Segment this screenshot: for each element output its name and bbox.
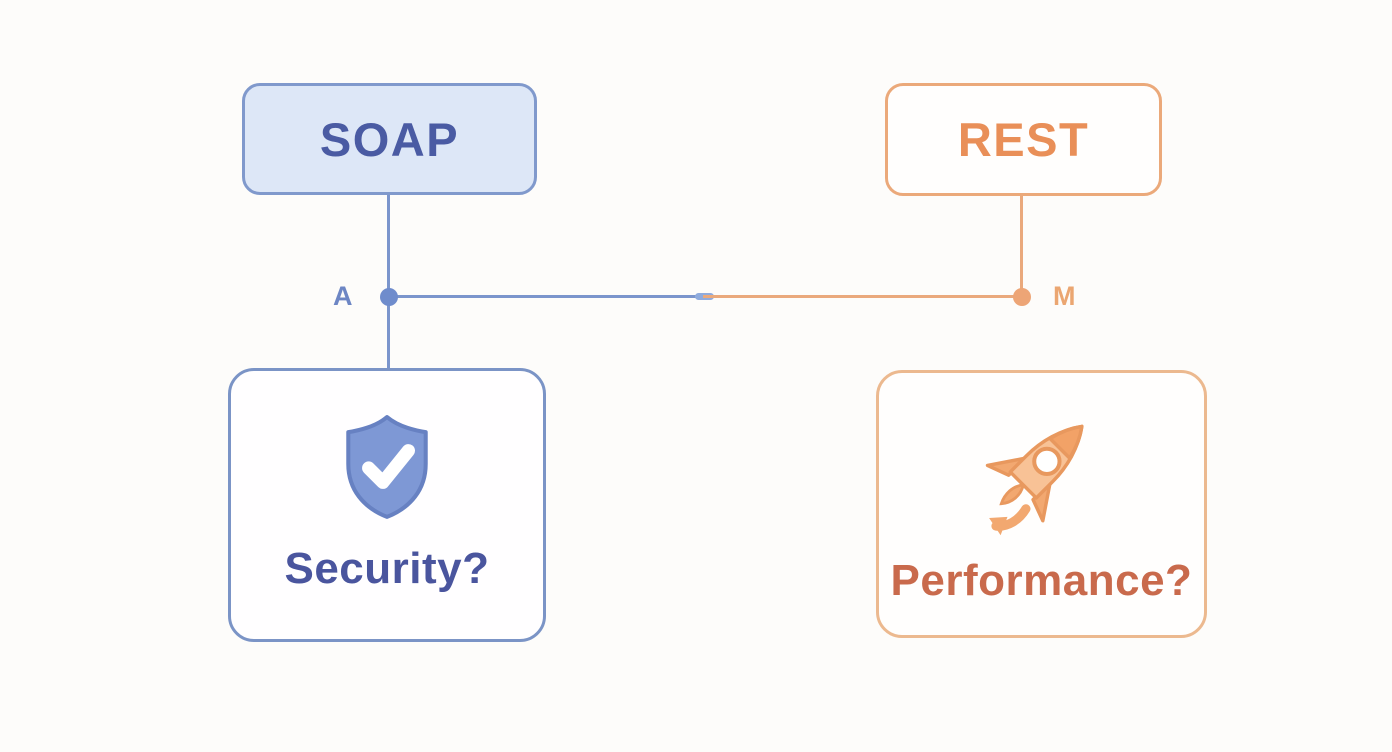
rest-label: REST <box>957 113 1090 166</box>
blue-junction-dot <box>380 288 398 306</box>
rest-vertical-connector-line <box>1020 196 1023 297</box>
node-performance: Performance? <box>876 370 1207 638</box>
junction-label-a: A <box>333 281 353 311</box>
performance-label: Performance? <box>890 556 1193 605</box>
junction-label-m: M <box>1053 281 1076 311</box>
soap-label: SOAP <box>319 112 460 166</box>
security-label: Security? <box>284 544 490 593</box>
node-soap: SOAP <box>242 83 537 195</box>
node-rest: REST <box>885 83 1162 196</box>
orange-horizontal-connector-line <box>703 295 1022 298</box>
soap-vertical-connector-line <box>387 195 390 368</box>
rocket-icon <box>973 403 1111 546</box>
node-security: Security? <box>228 368 546 642</box>
orange-junction-dot <box>1013 288 1031 306</box>
shield-check-icon <box>336 411 438 528</box>
blue-horizontal-connector-line <box>389 295 703 298</box>
